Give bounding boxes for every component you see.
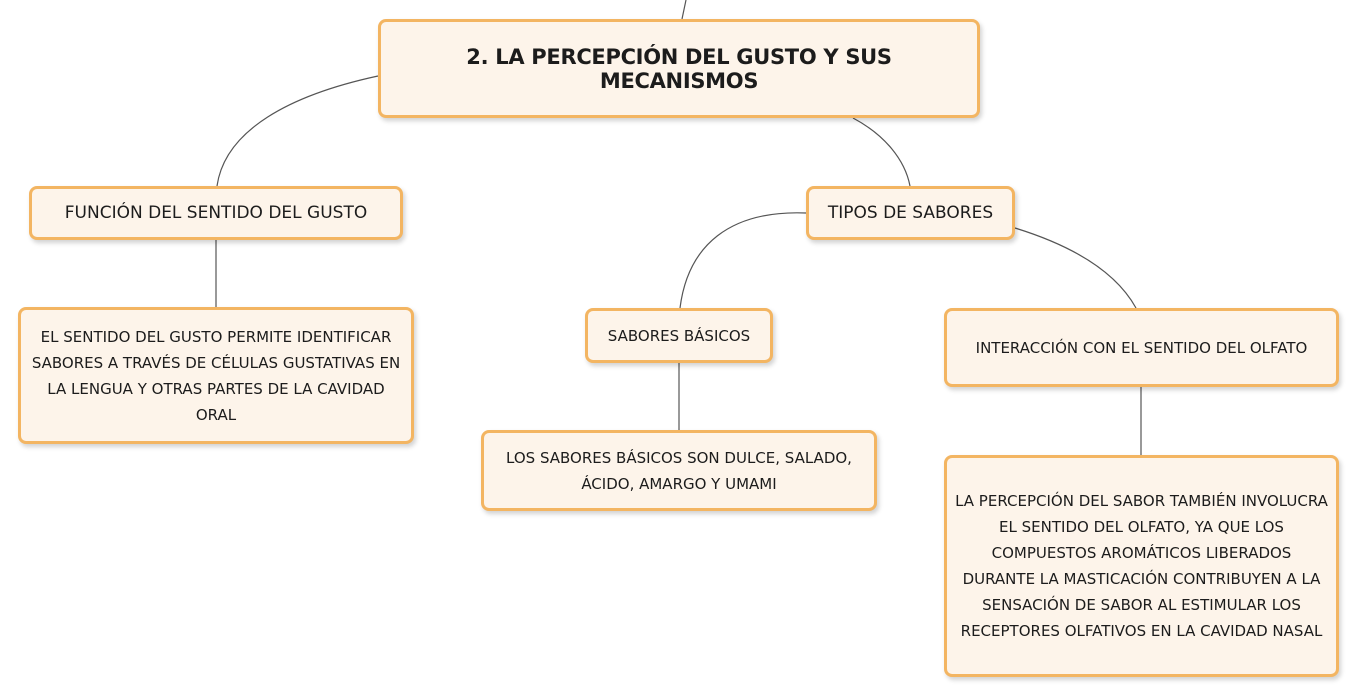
function-detail-node[interactable]: EL SENTIDO DEL GUSTO PERMITE IDENTIFICAR… xyxy=(18,307,414,444)
topic-types-node[interactable]: TIPOS DE SABORES xyxy=(806,186,1015,240)
connector-types-to-basic xyxy=(679,212,807,309)
topic-basic-flavors-node[interactable]: SABORES BÁSICOS xyxy=(585,308,773,363)
connector-root-to-types xyxy=(852,117,911,187)
topic-function-label: FUNCIÓN DEL SENTIDO DEL GUSTO xyxy=(64,203,368,223)
connector-incoming xyxy=(681,0,687,20)
root-topic-node[interactable]: 2. LA PERCEPCIÓN DEL GUSTO Y SUS MECANIS… xyxy=(378,19,980,118)
root-topic-label: 2. LA PERCEPCIÓN DEL GUSTO Y SUS MECANIS… xyxy=(466,44,892,93)
topic-types-label: TIPOS DE SABORES xyxy=(827,203,994,223)
basic-flavors-detail-node[interactable]: LOS SABORES BÁSICOS SON DULCE, SALADO, Á… xyxy=(481,430,877,511)
basic-flavors-detail-text: LOS SABORES BÁSICOS SON DULCE, SALADO, Á… xyxy=(506,448,852,493)
topic-function-node[interactable]: FUNCIÓN DEL SENTIDO DEL GUSTO xyxy=(29,186,403,240)
topic-basic-flavors-label: SABORES BÁSICOS xyxy=(607,326,751,345)
smell-interaction-detail-text: LA PERCEPCIÓN DEL SABOR TAMBIÉN INVOLUCR… xyxy=(955,492,1328,640)
topic-smell-interaction-node[interactable]: INTERACCIÓN CON EL SENTIDO DEL OLFATO xyxy=(944,308,1339,387)
smell-interaction-detail-node[interactable]: LA PERCEPCIÓN DEL SABOR TAMBIÉN INVOLUCR… xyxy=(944,455,1339,677)
connector-root-to-function xyxy=(216,75,379,187)
topic-smell-interaction-label: INTERACCIÓN CON EL SENTIDO DEL OLFATO xyxy=(975,338,1308,357)
connector-types-to-smell xyxy=(1014,227,1137,309)
function-detail-text: EL SENTIDO DEL GUSTO PERMITE IDENTIFICAR… xyxy=(31,327,401,424)
